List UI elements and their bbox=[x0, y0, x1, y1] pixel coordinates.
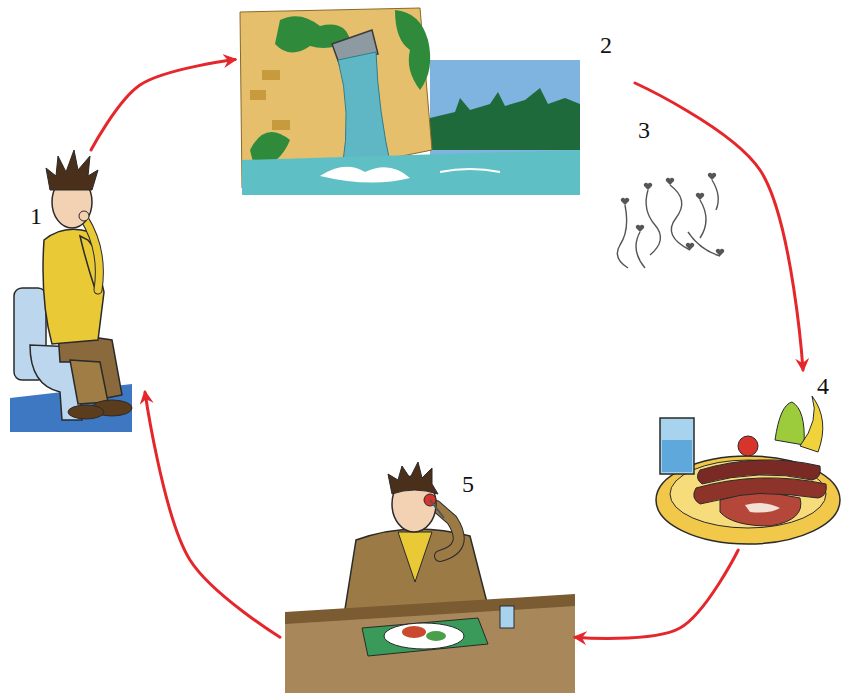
callout-number: 2 bbox=[600, 33, 612, 57]
illustration-panel: 1 bbox=[10, 150, 145, 435]
cycle-arrow bbox=[575, 550, 738, 638]
cycle-arrow bbox=[91, 60, 235, 150]
toilet-scene bbox=[10, 150, 132, 432]
illustration-panel: 5 bbox=[280, 470, 575, 693]
food-plate bbox=[656, 396, 840, 544]
sewage-scene bbox=[240, 8, 580, 195]
callout-number: 5 bbox=[462, 472, 474, 496]
callout-number: 3 bbox=[638, 118, 650, 142]
cycle-arrow bbox=[635, 83, 803, 370]
illustration-panel: 4 bbox=[655, 370, 840, 550]
germs bbox=[617, 173, 724, 268]
callout-number: 4 bbox=[817, 374, 829, 398]
illustration-panel: 2 bbox=[235, 5, 635, 200]
callout-number: 1 bbox=[30, 204, 42, 228]
eating-scene bbox=[285, 462, 575, 693]
cycle-arrow bbox=[145, 392, 280, 637]
illustration-panel: 3 bbox=[610, 115, 735, 285]
